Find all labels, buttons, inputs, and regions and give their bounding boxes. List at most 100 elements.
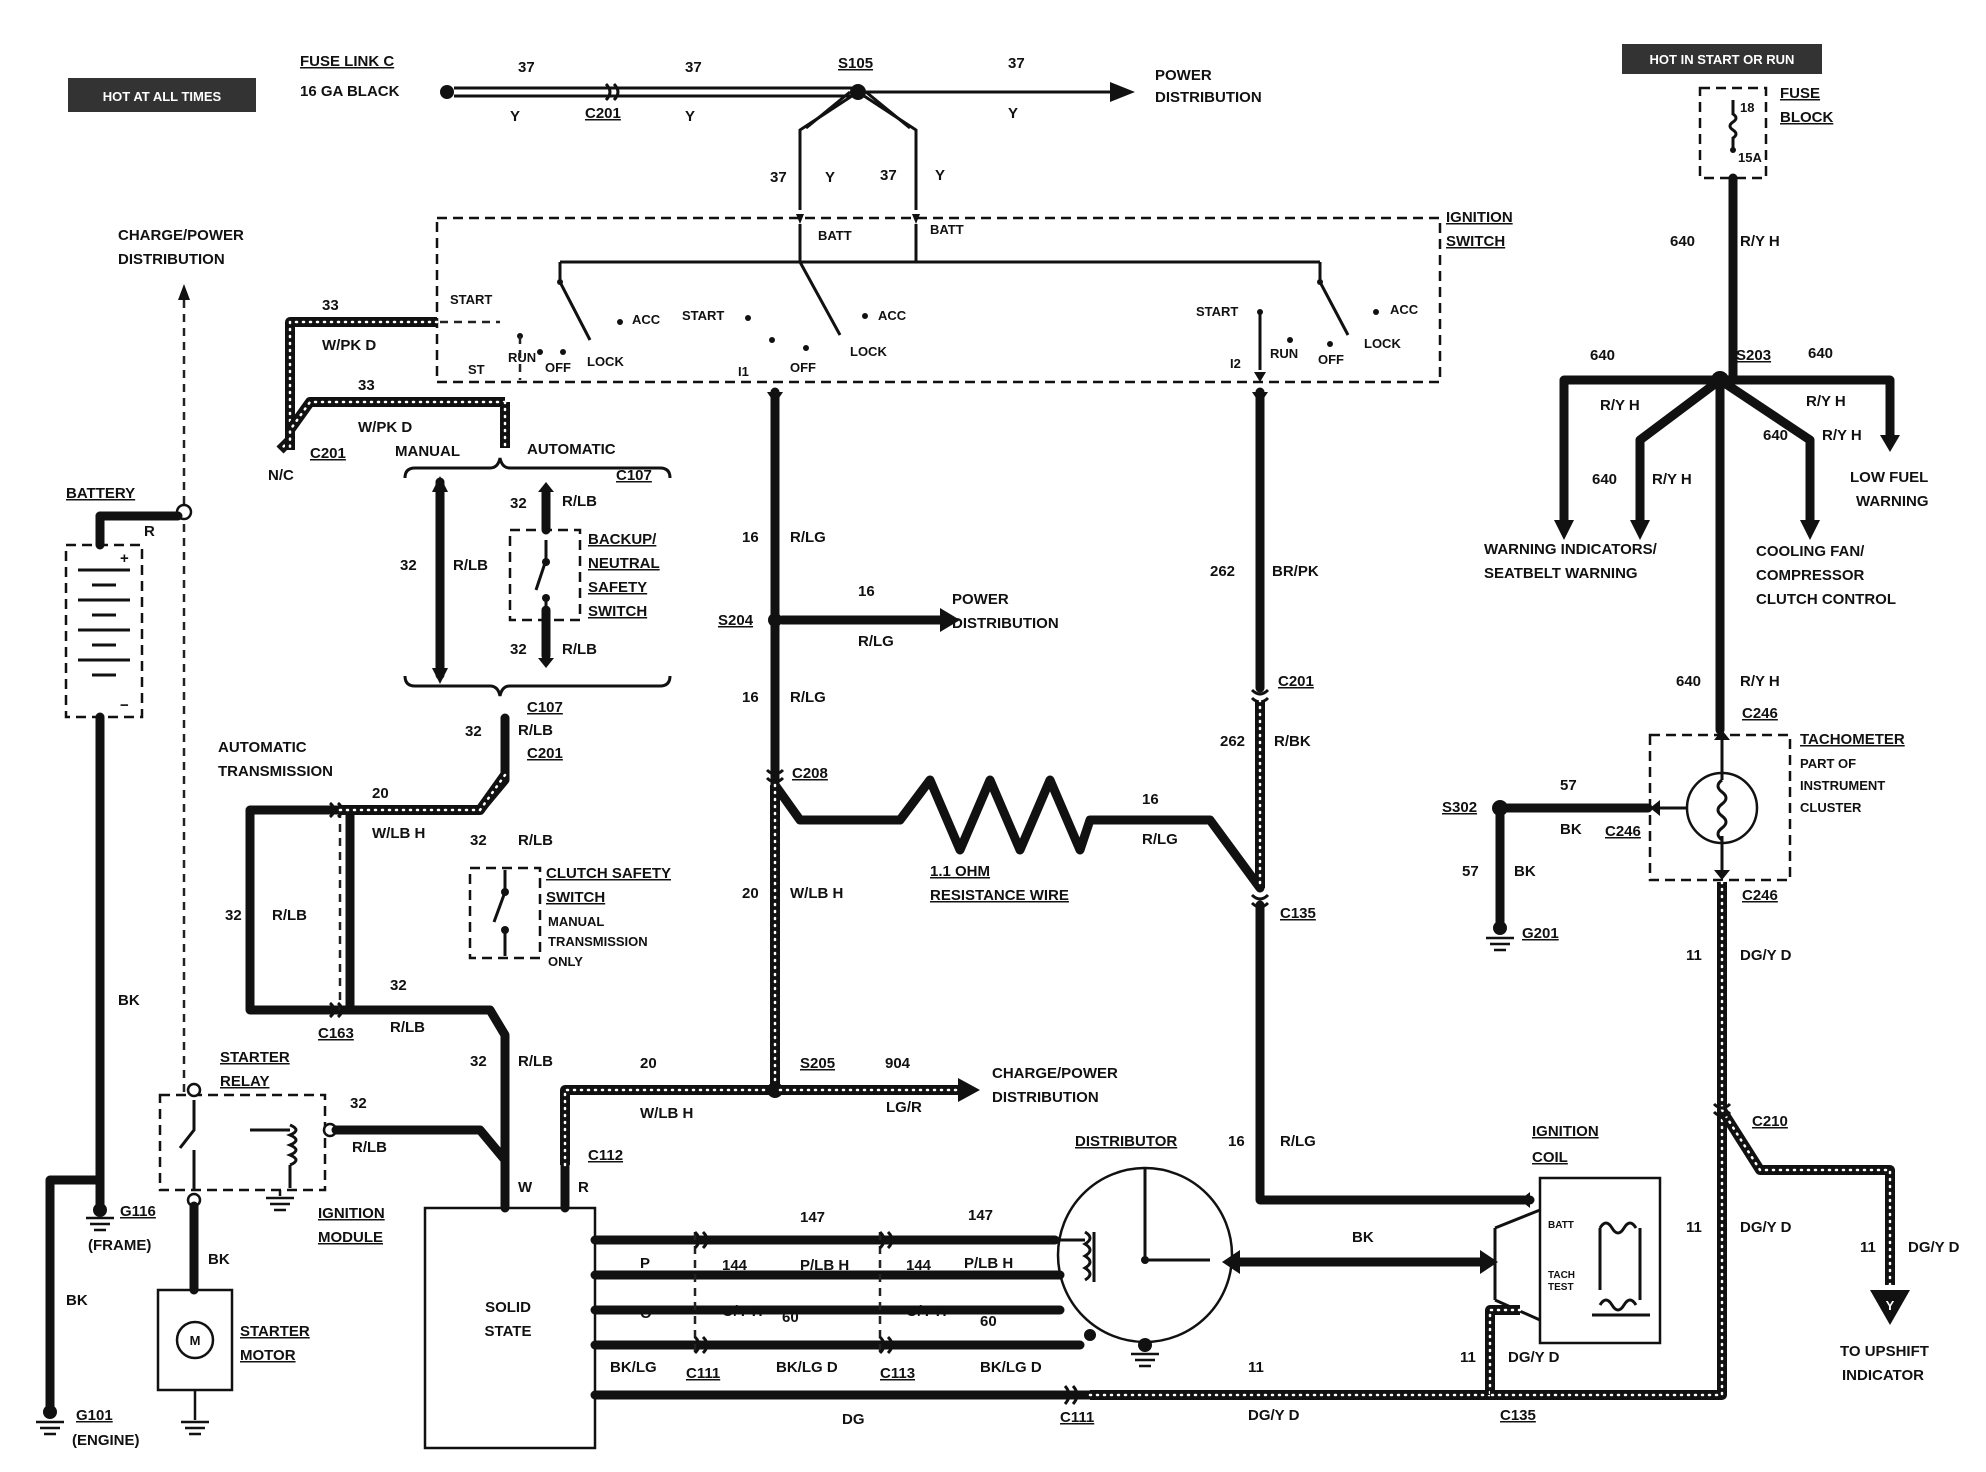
ignition-switch-box — [435, 216, 1442, 384]
label-ignition-coil-batt: BATT — [1548, 1220, 1574, 1231]
label-top-feed-circuit: 37 — [880, 167, 897, 184]
label-backup-switch-color: R/LB — [272, 907, 307, 924]
label-auto-trans-circuit: 20 — [372, 785, 389, 802]
label-ignition-coil-line2: COIL — [1532, 1149, 1568, 1166]
upshift-indicator-symbol — [1870, 1290, 1910, 1325]
label-ignition-switch-start: START — [1196, 304, 1238, 319]
label-starter-relay-line2: RELAY — [220, 1073, 269, 1090]
label-backup-switch-connector: C107 — [616, 467, 652, 484]
label-ignition-coil-tach2: TEST — [1548, 1282, 1574, 1293]
label-tachometer-splice: S302 — [1442, 799, 1477, 816]
label-run-bus-circuit: 640 — [1592, 471, 1617, 488]
badge-hot-in-start-or-run: HOT IN START OR RUN — [1622, 44, 1822, 74]
label-backup-switch-line4: SWITCH — [588, 603, 647, 620]
label-module-wires-c144: 144 — [722, 1257, 748, 1274]
wire-32-relay — [331, 1125, 510, 1165]
label-left-feed-nc: N/C — [268, 467, 294, 484]
label-tachometer-line2: INSTRUMENT — [1800, 778, 1885, 793]
battery-symbol: + − — [64, 543, 144, 719]
backup-neutral-safety-switch — [508, 528, 582, 622]
label-ignition-switch-title-line2: SWITCH — [1446, 233, 1505, 250]
label-backup-switch-color: R/LB — [562, 641, 597, 658]
label-ignition-switch-st: ST — [468, 362, 485, 377]
label-module-wires-c135: C135 — [1500, 1407, 1536, 1424]
label-left-feed-manual: MANUAL — [395, 443, 460, 460]
label-module-wires-c147: 147 — [968, 1207, 993, 1224]
label-start-feed-circuit: 262 — [1220, 733, 1245, 750]
label-ignition-module-c111: C111 — [686, 1365, 720, 1382]
label-starter-motor-wire: BK — [208, 1251, 230, 1268]
wire-11-coil — [1485, 1305, 1522, 1397]
label-clutch-switch-line1: CLUTCH SAFETY — [546, 865, 671, 882]
label-top-feed-circuit: 37 — [518, 59, 535, 76]
label-backup-switch-circuit: 32 — [390, 977, 407, 994]
wire-32-r-lb — [345, 713, 510, 1155]
fuse-link-gauge: 16 GA BLACK — [300, 83, 400, 100]
label-top-feed-dest-line2: DISTRIBUTION — [1155, 89, 1262, 106]
label-run-bus-color: R/Y H — [1740, 233, 1780, 250]
label-ignition-module-w: W — [518, 1179, 533, 1196]
label-tachometer-connector: C246 — [1742, 887, 1778, 904]
label-ignition-switch-title-line1: IGNITION — [1446, 209, 1513, 226]
label-tachometer-line1: PART OF — [1800, 756, 1856, 771]
label-s205-circuit-a: 20 — [640, 1055, 657, 1072]
label-top-feed-connector: C201 — [585, 105, 621, 122]
label-ignition-module-p: P — [640, 1255, 650, 1272]
fuse-link-node — [440, 85, 454, 99]
label-ignition-module-body1: SOLID — [485, 1299, 531, 1316]
label-run-bus-circuit: 640 — [1590, 347, 1615, 364]
label-grounds-frame: (FRAME) — [88, 1237, 151, 1254]
wire-57-bk — [1495, 803, 1653, 930]
label-upshift-symbol: Y — [1886, 1298, 1895, 1313]
label-module-wires-c147: 147 — [800, 1209, 825, 1226]
label-module-wires-bklgd: BK/LG D — [776, 1359, 838, 1376]
label-upshift-color: DG/Y D — [1908, 1239, 1960, 1256]
label-battery-ground-wire: BK — [118, 992, 140, 1009]
label-fuse-block-line1: FUSE — [1780, 85, 1820, 102]
wire-20-w-lb-auto — [338, 772, 510, 815]
label-backup-switch-circuit: 32 — [510, 641, 527, 658]
label-auto-trans-connector-c163: C163 — [318, 1025, 354, 1042]
label-module-wires-c144: 144 — [906, 1257, 932, 1274]
label-left-feed-color: W/PK D — [322, 337, 376, 354]
wire-20-w-lb-s205 — [560, 1085, 787, 1167]
ignition-module — [423, 1206, 597, 1450]
label-s205-dest-line1: CHARGE/POWER — [992, 1065, 1118, 1082]
clutch-safety-switch — [468, 866, 542, 960]
label-top-feed-circuit: 37 — [1008, 55, 1025, 72]
label-backup-switch-line2: NEUTRAL — [588, 555, 660, 572]
label-auto-trans-color: W/LB H — [372, 825, 425, 842]
wire-33-w-pk — [276, 317, 510, 454]
label-tachometer-line3: CLUSTER — [1800, 800, 1862, 815]
label-module-wires-c11: 11 — [1248, 1359, 1264, 1376]
label-run-bus-splice: S203 — [1736, 347, 1771, 364]
label-tachometer-connector: C246 — [1742, 705, 1778, 722]
label-ignition-switch-run: RUN — [508, 350, 536, 365]
badge-hot-at-all-times: HOT AT ALL TIMES — [68, 78, 256, 112]
wire-11-upshift — [1488, 880, 1895, 1400]
label-ignition-module-o: O — [640, 1305, 652, 1322]
label-module-wires-c11: 11 — [1460, 1349, 1476, 1366]
label-ignition-module-line2: MODULE — [318, 1229, 383, 1246]
label-start-feed-color2: R/BK — [1274, 733, 1311, 750]
label-module-wires-c60: 60 — [980, 1313, 997, 1330]
arrow-power-distribution-top — [1110, 82, 1135, 102]
label-ignition-switch-acc: ACC — [632, 312, 661, 327]
label-distributor-circuit16: 16 — [1228, 1133, 1245, 1150]
label-resistance-line1: 1.1 OHM — [930, 863, 990, 880]
label-run-feed-circuit: 16 — [858, 583, 875, 600]
label-grounds-g101: G101 — [76, 1407, 113, 1424]
label-left-feed-connector: C201 — [310, 445, 346, 462]
label-upshift-connector: C210 — [1752, 1113, 1788, 1130]
label-ignition-switch-lock: LOCK — [850, 344, 887, 359]
label-top-feed-circuit: 37 — [770, 169, 787, 186]
label-left-feed-circuit: 33 — [322, 297, 339, 314]
label-backup-switch-color: R/LB — [562, 493, 597, 510]
label-tachometer-connector: C246 — [1605, 823, 1641, 840]
label-starter-motor-line2: MOTOR — [240, 1347, 296, 1364]
label-top-feed-dest-line1: POWER — [1155, 67, 1212, 84]
label-run-bus-circuit: 640 — [1676, 673, 1701, 690]
label-clutch-switch-line5: ONLY — [548, 954, 583, 969]
label-s205-circuit-b: 904 — [885, 1055, 911, 1072]
label-backup-switch-circuit: 32 — [510, 495, 527, 512]
